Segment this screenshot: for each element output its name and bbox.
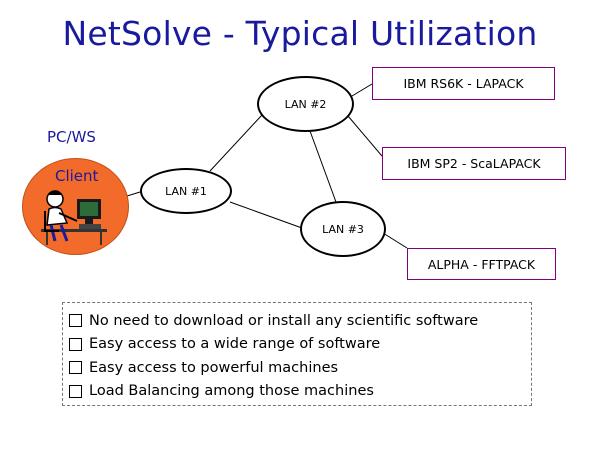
list-item: Easy access to a wide range of software — [69, 333, 531, 357]
user-at-computer-icon — [41, 190, 107, 245]
bullet-text: Load Balancing among those machines — [89, 383, 374, 400]
checkbox-icon — [69, 384, 82, 398]
list-item: No need to download or install any scien… — [69, 309, 531, 333]
checkbox-icon — [69, 314, 82, 328]
page-title: NetSolve - Typical Utilization — [62, 14, 538, 53]
benefits-list: No need to download or install any scien… — [62, 302, 532, 406]
checkbox-icon — [69, 337, 82, 351]
link-lan3-alpha — [382, 232, 408, 249]
client-label: Client — [55, 167, 99, 185]
link-lan1-lan2 — [209, 114, 263, 172]
server-ibm-rs6k: IBM RS6K - LAPACK — [372, 67, 555, 100]
link-lan2-ibm-sp2 — [347, 115, 383, 157]
checkbox-icon — [69, 361, 82, 375]
server-ibm-sp2: IBM SP2 - ScaLAPACK — [382, 147, 566, 180]
server-alpha: ALPHA - FFTPACK — [407, 248, 556, 280]
lan-3-node: LAN #3 — [300, 201, 386, 257]
bullet-text: No need to download or install any scien… — [89, 312, 479, 329]
bullet-text: Easy access to a wide range of software — [89, 336, 381, 353]
link-lan2-lan3 — [309, 130, 337, 203]
link-client-lan1 — [126, 191, 141, 197]
link-lan2-ibm-rs6k — [351, 83, 373, 97]
list-item: Load Balancing among those machines — [69, 380, 531, 404]
lan-1-node: LAN #1 — [140, 168, 232, 214]
list-item: Easy access to powerful machines — [69, 356, 531, 380]
client-node: Client — [22, 158, 129, 255]
lan-2-node: LAN #2 — [257, 76, 354, 132]
pc-ws-label: PC/WS — [47, 128, 96, 146]
bullet-text: Easy access to powerful machines — [89, 359, 339, 376]
link-lan1-lan3 — [229, 201, 303, 229]
